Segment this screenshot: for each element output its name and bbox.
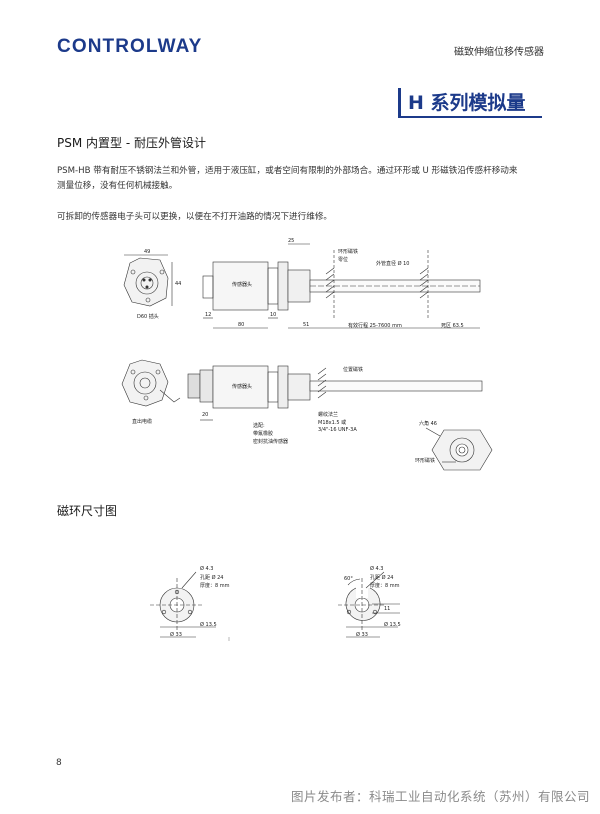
sensor-head-front-view — [123, 254, 173, 307]
publisher-watermark: 图片发布者：科瑞工业自动化系统（苏州）有限公司 — [290, 789, 590, 804]
ring-magnet-label: 环形磁铁 — [338, 249, 359, 255]
zero-position-label: 零位 — [338, 257, 349, 263]
sensor-head-cable-view — [121, 359, 181, 407]
right-hole-dia: Ø 4.3 — [370, 566, 384, 572]
dim-80: 80 — [238, 322, 245, 328]
series-title: H 系列模拟量 — [408, 92, 526, 114]
right-hole-pitch: 孔距 Ø 24 — [370, 575, 394, 581]
sensor-head-label-2: 传感器头 — [232, 384, 253, 390]
ring-magnet-label-2: 环形磁铁 — [415, 458, 436, 464]
series-title-underline — [398, 116, 542, 118]
description-line-2: 测量位移，没有任何机械接触。 — [57, 181, 178, 191]
stroke-label: 有效行程 25-7600 mm — [348, 323, 402, 329]
option-note-2: 带氟橡胶 — [253, 431, 274, 437]
brand-logo: CONTROLWAY — [57, 36, 203, 57]
dim-20: 20 — [202, 412, 209, 418]
right-outer-dia: Ø 33 — [356, 632, 368, 638]
dim-12: 12 — [205, 312, 212, 318]
description-line-1: PSM-HB 带有耐压不锈钢法兰和外管，适用于液压缸，或者空间有限制的外部场合。… — [57, 166, 518, 176]
description-paragraph-2: 可拆卸的传感器电子头可以更换，以便在不打开油路的情况下进行维修。 — [57, 212, 333, 222]
description-paragraph-1: PSM-HB 带有耐压不锈钢法兰和外管，适用于液压缸，或者空间有限制的外部场合。… — [57, 164, 557, 194]
section-heading-magnet: 磁环尺寸图 — [57, 504, 118, 518]
left-hole-dia: Ø 4.3 — [200, 566, 214, 572]
left-inner-dia: Ø 13.5 — [200, 622, 217, 628]
cable-label: 直出电缆 — [132, 419, 153, 425]
thread-spec-2: 3/4"-16 UNF-3A — [318, 427, 357, 433]
dim-44: 44 — [175, 281, 182, 287]
magnet-ring-left — [150, 571, 216, 638]
dim-10: 10 — [270, 312, 277, 318]
dead-zone-label: 死区 63.5 — [441, 323, 464, 329]
connector-label: D60 插头 — [137, 314, 159, 320]
hex-label: 六角 46 — [419, 421, 437, 427]
tube-diameter-label: 外管直径 Ø 10 — [376, 261, 410, 267]
right-inner-dia: Ø 13.5 — [384, 622, 401, 628]
magnet-ring-right — [338, 571, 400, 638]
left-thickness: 厚度：8 mm — [200, 583, 230, 589]
left-outer-dia: Ø 33 — [170, 632, 182, 638]
page-number: 8 — [56, 758, 62, 768]
option-note-3: 密封抗油传感器 — [253, 439, 289, 445]
option-note-1: 选配: — [253, 423, 265, 429]
right-gap: 11 — [384, 606, 391, 612]
flange-hex-view — [425, 427, 493, 471]
sensor-side-view-bottom — [187, 365, 483, 421]
left-hole-pitch: 孔距 Ø 24 — [200, 575, 224, 581]
category-label: 磁致伸缩位移传感器 — [454, 47, 544, 58]
sensor-side-view-top — [202, 243, 481, 329]
series-title-box — [398, 88, 545, 116]
dim-49: 49 — [144, 249, 151, 255]
dim-51: 51 — [303, 322, 310, 328]
right-thickness: 厚度：8 mm — [370, 583, 400, 589]
thread-flange-label: 螺纹法兰 — [318, 412, 339, 418]
right-angle: 60° — [344, 576, 353, 582]
section-heading-psm: PSM 内置型 - 耐压外管设计 — [57, 136, 206, 150]
position-magnet-label: 位置磁铁 — [343, 367, 364, 373]
thread-spec-1: M18x1.5 或 — [318, 420, 347, 426]
sensor-head-label: 传感器头 — [232, 282, 253, 288]
dim-25: 25 — [288, 238, 295, 244]
